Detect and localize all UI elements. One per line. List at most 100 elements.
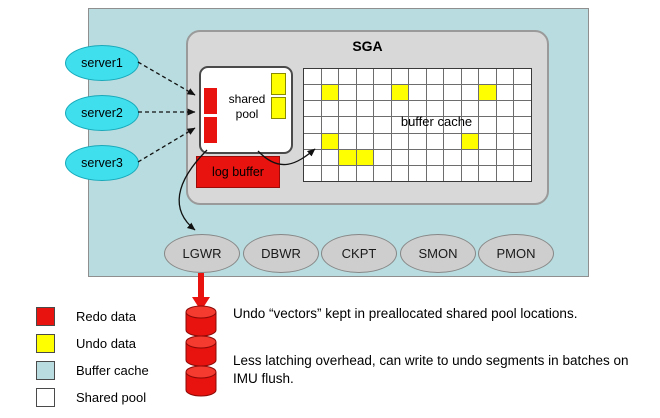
- buffer-cache-cell: [339, 165, 356, 181]
- buffer-cache-cell: [321, 149, 339, 165]
- buffer-cache-cell: [391, 101, 409, 117]
- buffer-cache-cell: [304, 117, 321, 133]
- buffer-cache-cell: [374, 165, 391, 181]
- legend-row: Shared pool: [36, 388, 149, 407]
- buffer-cache-cell: [426, 101, 444, 117]
- buffer-cache-cell: [496, 133, 514, 149]
- buffer-cache-cell: [321, 69, 339, 85]
- sga-title: SGA: [352, 38, 383, 54]
- buffer-cache-cell: [321, 117, 339, 133]
- buffer-cache-cell: [339, 101, 356, 117]
- lgwr-to-redo-log-arrowhead: [192, 297, 210, 311]
- redo-data-bar: [204, 88, 217, 114]
- legend-swatch: [36, 388, 55, 407]
- buffer-cache-cell: [426, 149, 444, 165]
- redo-data-bar: [204, 117, 217, 143]
- buffer-cache-cell: [339, 117, 356, 133]
- legend-label: Shared pool: [76, 390, 147, 405]
- buffer-cache-grid: [303, 68, 532, 182]
- legend-swatch: [36, 307, 55, 326]
- buffer-cache-cell: [339, 69, 356, 85]
- buffer-cache-cell: [461, 149, 479, 165]
- legend-swatch: [36, 334, 55, 353]
- redo-log-cylinder: [185, 365, 217, 397]
- buffer-cache-cell: [514, 69, 531, 85]
- buffer-cache-cell: [356, 165, 374, 181]
- undo-data-cell: [356, 149, 374, 165]
- undo-data-bar: [271, 73, 286, 95]
- log-buffer-label: log buffer: [212, 165, 264, 179]
- legend-label: Redo data: [76, 309, 136, 324]
- buffer-cache-cell: [444, 117, 461, 133]
- buffer-cache-cell: [496, 117, 514, 133]
- legend-row: Buffer cache: [36, 361, 149, 380]
- process-node-dbwr: DBWR: [243, 234, 319, 273]
- process-node-ckpt: CKPT: [321, 234, 397, 273]
- buffer-cache-cell: [304, 165, 321, 181]
- buffer-cache-cell: [461, 85, 479, 101]
- buffer-cache-cell: [409, 85, 426, 101]
- buffer-cache-cell: [426, 117, 444, 133]
- buffer-cache-cell: [339, 133, 356, 149]
- buffer-cache-cell: [479, 165, 496, 181]
- undo-data-cell: [321, 133, 339, 149]
- process-node-lgwr: LGWR: [164, 234, 240, 273]
- legend-label: Buffer cache: [76, 363, 149, 378]
- legend-label: Undo data: [76, 336, 136, 351]
- buffer-cache-cell: [461, 69, 479, 85]
- redo-log-cylinder: [185, 305, 217, 337]
- buffer-cache-cell: [391, 117, 409, 133]
- redo-log-cylinder: [185, 335, 217, 367]
- buffer-cache-cell: [321, 101, 339, 117]
- buffer-cache-cell: [426, 85, 444, 101]
- buffer-cache-cell: [409, 117, 426, 133]
- buffer-cache-cell: [374, 85, 391, 101]
- buffer-cache-cell: [409, 165, 426, 181]
- buffer-cache-cell: [304, 85, 321, 101]
- buffer-cache-cell: [461, 117, 479, 133]
- buffer-cache-cell: [356, 69, 374, 85]
- buffer-cache-cell: [339, 85, 356, 101]
- buffer-cache-cell: [374, 101, 391, 117]
- buffer-cache-cell: [304, 101, 321, 117]
- buffer-cache-cell: [514, 149, 531, 165]
- buffer-cache-cell: [374, 149, 391, 165]
- undo-data-cell: [461, 133, 479, 149]
- undo-data-bar: [271, 97, 286, 119]
- server-node-server1: server1: [65, 45, 139, 81]
- undo-data-cell: [479, 85, 496, 101]
- buffer-cache-cell: [514, 85, 531, 101]
- buffer-cache-cell: [514, 133, 531, 149]
- server-node-server3: server3: [65, 145, 139, 181]
- buffer-cache-cell: [479, 101, 496, 117]
- buffer-cache-cell: [391, 69, 409, 85]
- shared-pool-box: shared pool: [199, 66, 293, 154]
- buffer-cache-cell: [514, 165, 531, 181]
- shared-pool-label: shared pool: [228, 92, 266, 121]
- buffer-cache-cell: [304, 133, 321, 149]
- buffer-cache-cell: [356, 117, 374, 133]
- buffer-cache-cell: [304, 149, 321, 165]
- buffer-cache-cell: [321, 165, 339, 181]
- buffer-cache-cell: [444, 69, 461, 85]
- buffer-cache-cell: [409, 69, 426, 85]
- note-latching: Less latching overhead, can write to und…: [233, 353, 629, 386]
- buffer-cache-cell: [479, 133, 496, 149]
- undo-data-cell: [339, 149, 356, 165]
- buffer-cache-cell: [391, 149, 409, 165]
- buffer-cache-cell: [426, 165, 444, 181]
- buffer-cache-cell: [356, 101, 374, 117]
- buffer-cache-cell: [444, 133, 461, 149]
- buffer-cache-cell: [356, 85, 374, 101]
- buffer-cache-cell: [356, 133, 374, 149]
- buffer-cache-cell: [374, 133, 391, 149]
- buffer-cache-cell: [496, 165, 514, 181]
- buffer-cache-cell: [479, 117, 496, 133]
- undo-data-cell: [391, 85, 409, 101]
- buffer-cache-cell: [479, 69, 496, 85]
- buffer-cache-cell: [514, 101, 531, 117]
- buffer-cache-cell: [444, 85, 461, 101]
- buffer-cache-cell: [444, 149, 461, 165]
- log-buffer-box: log buffer: [196, 156, 280, 188]
